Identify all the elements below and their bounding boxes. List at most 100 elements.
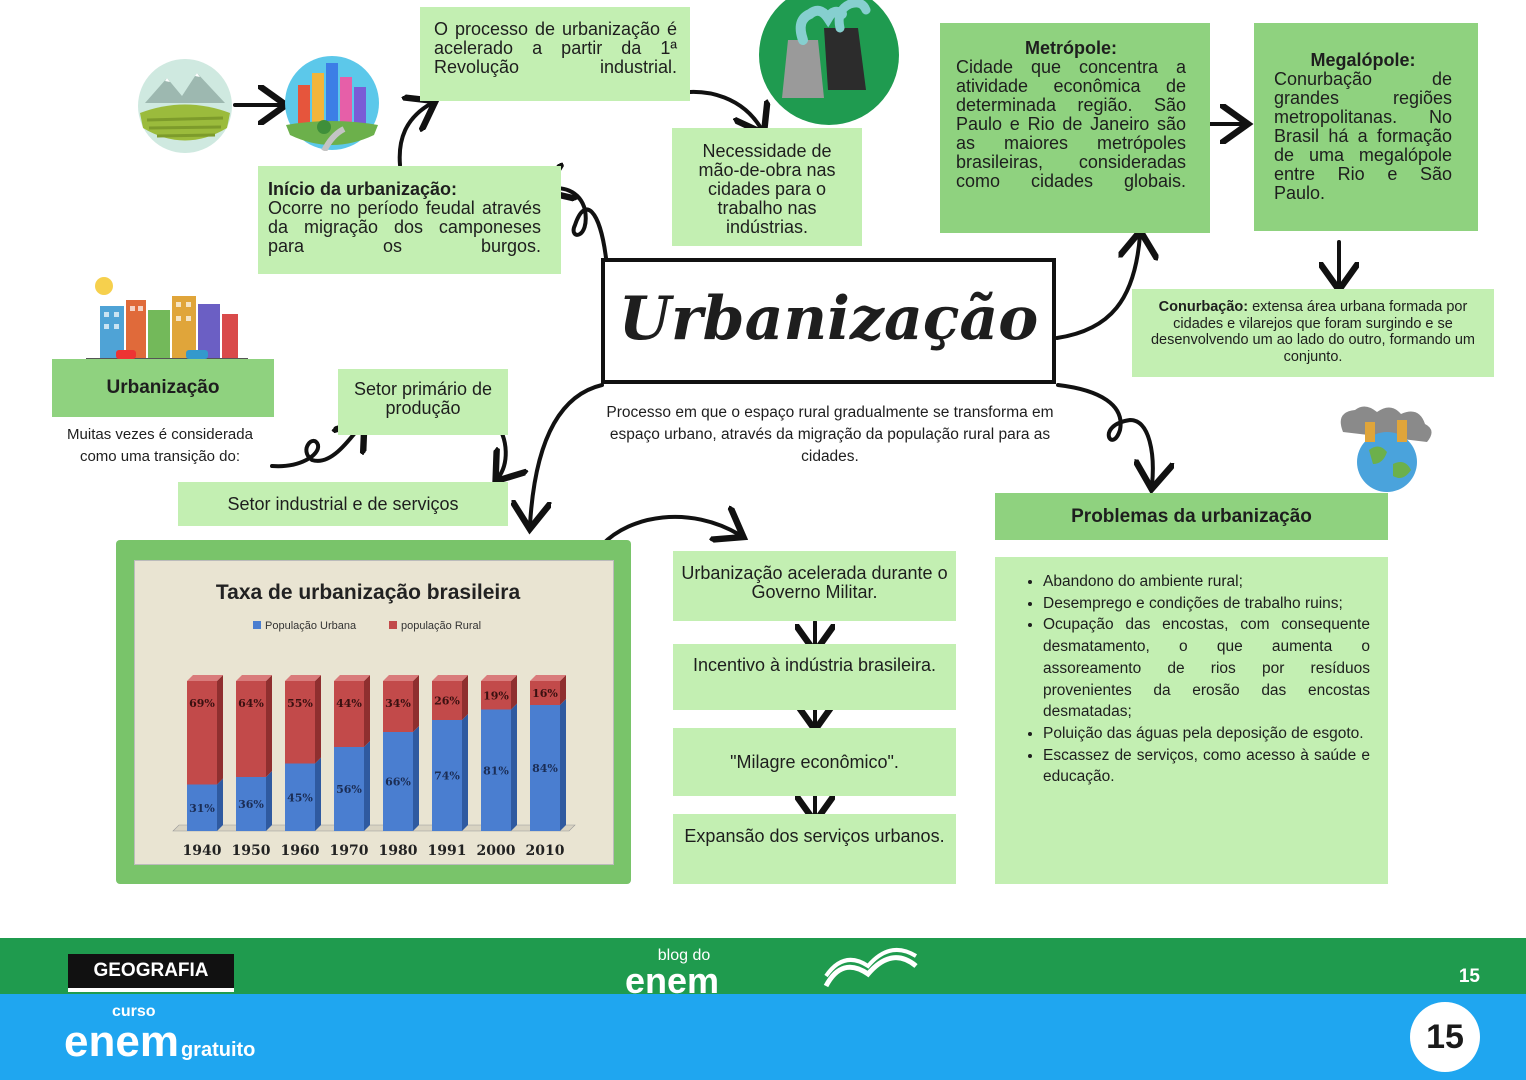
- page-number-small: 15: [1458, 966, 1480, 987]
- bar-rural-side: [217, 675, 223, 785]
- flow-step-2: Incentivo à indústria brasileira.: [673, 644, 956, 710]
- legend-label-rural: população Rural: [401, 620, 481, 632]
- setor-industrial-text: Setor industrial e de serviços: [227, 493, 459, 514]
- bar-urban: [187, 784, 217, 831]
- arrow-inicio-to-processo: [397, 103, 432, 167]
- chart-title: Taxa de urbanização brasileira: [216, 581, 521, 604]
- processo-text: O processo de urbanização é acelerado a …: [434, 19, 677, 77]
- x-tick-label: 1980: [379, 843, 418, 859]
- bar-rural-label: 64%: [238, 697, 264, 710]
- problema-item: Abandono do ambiente rural;: [1043, 571, 1370, 593]
- arrow-chart-to-flow: [600, 517, 740, 547]
- bar-rural-top: [383, 675, 419, 681]
- problemas-title: Problemas da urbanização: [1071, 505, 1312, 527]
- bar-urban-side: [560, 699, 566, 831]
- bar-urban: [285, 763, 315, 831]
- metropole-box: Metrópole: Cidade que concentra a ativid…: [940, 23, 1210, 233]
- flow-step-4-text: Expansão dos serviços urbanos.: [684, 826, 945, 846]
- bar-rural-side: [511, 675, 517, 710]
- bar-rural-top: [530, 675, 566, 681]
- flow-step-1-text: Urbanização acelerada durante o Governo …: [681, 563, 948, 602]
- blog-do-text: blog do: [657, 947, 711, 964]
- chart-legend: População Urbana população Rural: [253, 620, 481, 632]
- bar-rural-label: 55%: [287, 697, 313, 710]
- bar-urban: [236, 777, 266, 831]
- blog-enem-text: enem: [624, 960, 720, 1001]
- problemas-list-box: Abandono do ambiente rural; Desemprego e…: [995, 557, 1388, 884]
- arrow-center-to-inicio: [548, 188, 608, 260]
- flow-step-1: Urbanização acelerada durante o Governo …: [673, 551, 956, 621]
- bar-rural-top: [481, 675, 517, 681]
- problema-item: Poluição das águas pela deposição de esg…: [1043, 723, 1370, 745]
- bar-rural: [334, 681, 364, 747]
- bar-rural-top: [334, 675, 370, 681]
- bar-urban-label: 31%: [189, 802, 215, 815]
- bar-urban-side: [315, 757, 321, 831]
- central-title: Urbanização: [618, 284, 1039, 354]
- flow-step-4: Expansão dos serviços urbanos.: [673, 814, 956, 884]
- bar-rural: [187, 681, 217, 785]
- footer-green-band: GEOGRAFIA blog do enem 15: [0, 938, 1526, 999]
- problemas-list: Abandono do ambiente rural; Desemprego e…: [1017, 571, 1370, 788]
- legend-swatch-rural: [389, 621, 397, 629]
- urbanizacao-side-text: Muitas vezes é considerada como uma tran…: [67, 426, 253, 465]
- chart-panel: Taxa de urbanização brasileira População…: [134, 560, 614, 865]
- footer-blue-band: curso enem gratuito 15: [0, 994, 1526, 1080]
- bar-urban-label: 56%: [336, 783, 362, 796]
- legend-swatch-urban: [253, 621, 261, 629]
- problema-item: Escassez de serviços, como acesso à saúd…: [1043, 745, 1370, 788]
- urbanization-chart: Taxa de urbanização brasileira População…: [172, 581, 576, 859]
- bar-urban-side: [511, 703, 517, 831]
- bar-urban-side: [217, 778, 223, 831]
- x-tick-label: 1991: [428, 843, 467, 859]
- curso-label: curso: [112, 1003, 156, 1020]
- bar-urban-side: [462, 714, 468, 831]
- x-tick-label: 1950: [232, 843, 271, 859]
- arrow-center-to-problemas: [1056, 383, 1153, 485]
- bar-urban-label: 81%: [483, 764, 509, 777]
- bar-rural-side: [462, 675, 468, 720]
- bar-rural-side: [413, 675, 419, 732]
- bar-urban-label: 74%: [434, 770, 460, 783]
- conurbacao-text: extensa área urbana formada por cidades …: [1150, 299, 1476, 365]
- bar-urban: [481, 709, 511, 831]
- x-tick-label: 1940: [183, 843, 222, 859]
- setor-primario-text: Setor primário de produção: [353, 379, 493, 418]
- gratuito-label: gratuito: [180, 1039, 256, 1061]
- bar-rural: [383, 681, 413, 732]
- bar-rural-side: [266, 675, 272, 777]
- urbanizacao-side-label: Urbanização: [106, 377, 220, 398]
- problemas-title-box: Problemas da urbanização: [995, 493, 1388, 540]
- megalopole-box: Megalópole: Conurbação de grandes regiõe…: [1254, 23, 1478, 231]
- bar-urban-label: 66%: [385, 776, 411, 789]
- flow-step-2-text: Incentivo à indústria brasileira.: [692, 655, 937, 675]
- bar-urban-side: [266, 771, 272, 831]
- bar-rural-label: 69%: [189, 697, 215, 710]
- central-title-frame: Urbanização: [601, 258, 1056, 384]
- bar-urban-label: 36%: [238, 798, 264, 811]
- arrow-side-to-primario: [270, 424, 362, 469]
- city-buildings-icon: [86, 277, 248, 372]
- bar-rural-side: [364, 675, 370, 747]
- flow-step-3-text: "Milagre econômico".: [730, 751, 899, 772]
- farm-field-icon: [138, 59, 232, 153]
- metropole-title: Metrópole:: [1025, 38, 1117, 58]
- enem-label: enem: [64, 1017, 179, 1066]
- setor-industrial-box: Setor industrial e de serviços: [178, 482, 508, 526]
- bar-rural: [236, 681, 266, 777]
- bar-urban: [530, 705, 560, 831]
- subject-label: GEOGRAFIA: [93, 960, 209, 981]
- factory-chimney-icon: [759, 0, 899, 125]
- x-tick-label: 1970: [330, 843, 369, 859]
- bar-rural: [285, 681, 315, 764]
- bar-urban: [334, 747, 364, 831]
- problema-item: Desemprego e condições de trabalho ruins…: [1043, 593, 1370, 615]
- chart-frame: Taxa de urbanização brasileira População…: [116, 540, 631, 884]
- bar-urban-label: 84%: [532, 762, 558, 775]
- metropole-text: Cidade que concentra a atividade econômi…: [956, 57, 1186, 191]
- inicio-text: Ocorre no período feudal através da migr…: [268, 198, 541, 256]
- curso-enem-gratuito-logo: curso enem gratuito: [64, 1004, 255, 1064]
- bar-urban-label: 45%: [287, 791, 313, 804]
- bar-rural: [432, 681, 462, 720]
